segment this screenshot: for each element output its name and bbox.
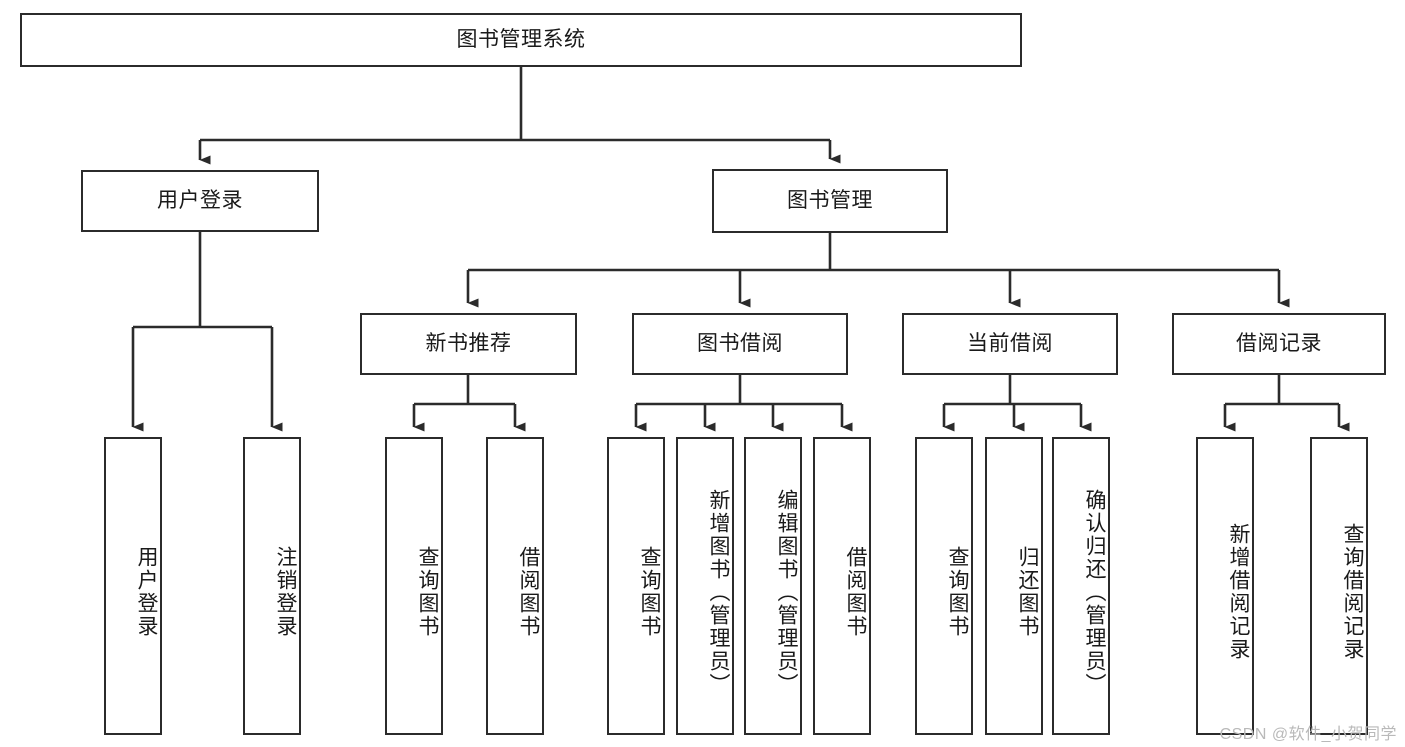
node-leaf-user-login[interactable]: 用户登录 <box>104 437 162 735</box>
node-book-manage[interactable]: 图书管理 <box>712 169 948 233</box>
node-leaf-query-book-cur[interactable]: 查询图书 <box>915 437 973 735</box>
node-leaf-add-record[interactable]: 新增借阅记录 <box>1196 437 1254 735</box>
node-user-login[interactable]: 用户登录 <box>81 170 319 232</box>
node-leaf-confirm-return[interactable]: 确认归还（管理员） <box>1052 437 1110 735</box>
node-book-borrow[interactable]: 图书借阅 <box>632 313 848 375</box>
node-leaf-borrow-book-rec[interactable]: 借阅图书 <box>486 437 544 735</box>
node-current-borrow[interactable]: 当前借阅 <box>902 313 1118 375</box>
node-leaf-return-book[interactable]: 归还图书 <box>985 437 1043 735</box>
csdn-watermark: CSDN @软件_小贺同学 <box>1219 726 1397 743</box>
node-leaf-borrow-book-bor[interactable]: 借阅图书 <box>813 437 871 735</box>
node-leaf-query-book-bor[interactable]: 查询图书 <box>607 437 665 735</box>
node-leaf-edit-book[interactable]: 编辑图书（管理员） <box>744 437 802 735</box>
node-leaf-add-book[interactable]: 新增图书（管理员） <box>676 437 734 735</box>
node-leaf-query-record[interactable]: 查询借阅记录 <box>1310 437 1368 735</box>
node-new-book-rec[interactable]: 新书推荐 <box>360 313 577 375</box>
node-root[interactable]: 图书管理系统 <box>20 13 1022 67</box>
node-leaf-user-logout[interactable]: 注销登录 <box>243 437 301 735</box>
node-leaf-query-book-rec[interactable]: 查询图书 <box>385 437 443 735</box>
node-borrow-record[interactable]: 借阅记录 <box>1172 313 1386 375</box>
